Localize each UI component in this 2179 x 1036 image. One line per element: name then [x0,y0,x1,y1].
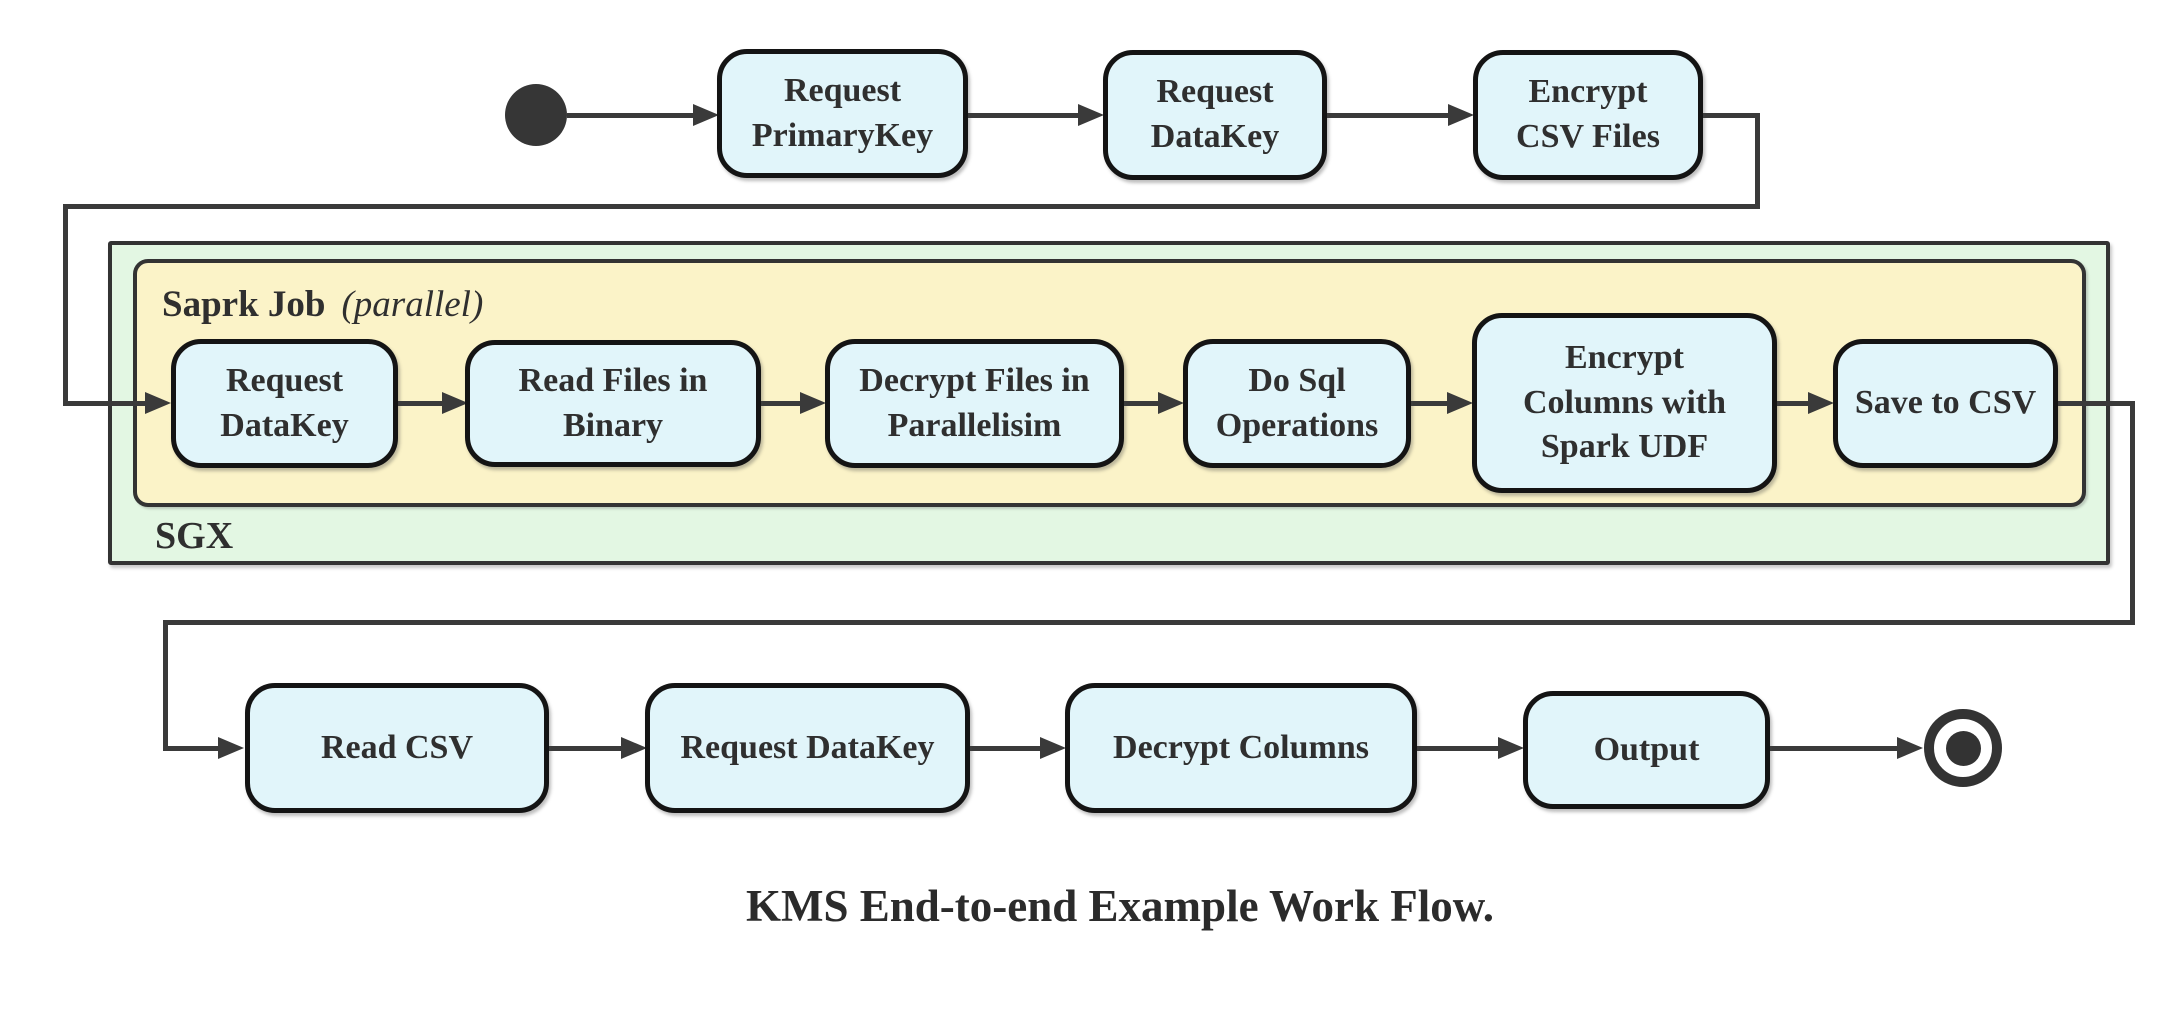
spark-job-parallel-label: (parallel) [341,284,484,325]
node-request-datakey-sgx: Request DataKey [171,339,398,468]
flow-line-segment [1703,113,1760,118]
node-do-sql-operations: Do Sql Operations [1183,339,1411,468]
flow-arrowhead-icon [218,737,244,759]
node-output: Output [1523,691,1770,809]
flow-arrowhead-icon [621,737,647,759]
node-read-csv: Read CSV [245,683,549,813]
flow-arrowhead-icon [1448,104,1474,126]
flow-line-segment [1411,401,1447,406]
flow-line-segment [1755,113,1760,209]
flow-arrowhead-icon [1158,392,1184,414]
node-request-datakey-top: Request DataKey [1103,50,1327,180]
flow-line-segment [163,620,168,751]
flow-line-segment [63,401,145,406]
flow-arrowhead-icon [442,392,468,414]
end-node-inner-dot [1945,730,1981,766]
flow-line-segment [1777,401,1808,406]
flow-line-segment [1417,746,1498,751]
spark-job-label: Saprk Job (parallel) [162,283,483,326]
flow-line-segment [968,113,1078,118]
flow-arrowhead-icon [1808,392,1834,414]
node-decrypt-files-in-parallelisim: Decrypt Files in Parallelisim [825,339,1124,468]
flow-line-segment [2058,401,2135,406]
node-save-to-csv: Save to CSV [1833,339,2058,468]
flow-arrowhead-icon [1447,392,1473,414]
diagram-caption: KMS End-to-end Example Work Flow. [745,881,1494,931]
flow-arrowhead-icon [693,104,719,126]
flow-arrowhead-icon [800,392,826,414]
flow-line-segment [549,746,621,751]
node-encrypt-csv-files: Encrypt CSV Files [1473,50,1703,180]
flow-arrowhead-icon [1078,104,1104,126]
flow-arrowhead-icon [1498,737,1524,759]
end-node [1924,709,2002,787]
flow-arrowhead-icon [1040,737,1066,759]
flow-line-segment [163,746,218,751]
flow-line-segment [567,113,694,118]
sgx-label: SGX [155,515,234,557]
spark-job-label-text: Saprk Job [162,284,326,325]
flow-line-segment [398,401,442,406]
node-request-primarykey: Request PrimaryKey [717,49,968,178]
flow-line-segment [1124,401,1158,406]
flow-line-segment [163,620,2135,625]
flow-line-segment [1770,746,1897,751]
node-read-files-in-binary: Read Files in Binary [465,340,761,467]
flow-arrowhead-icon [1897,737,1923,759]
flow-line-segment [63,204,68,406]
flow-line-segment [970,746,1040,751]
flow-arrowhead-icon [145,392,171,414]
start-node [505,84,567,146]
flow-line-segment [2130,401,2135,625]
flow-line-segment [63,204,1760,209]
flow-line-segment [1327,113,1448,118]
node-request-datakey-client: Request DataKey [645,683,970,813]
node-decrypt-columns: Decrypt Columns [1065,683,1417,813]
flow-line-segment [761,401,800,406]
node-encrypt-columns-with-spark-udf: Encrypt Columns with Spark UDF [1472,313,1777,493]
